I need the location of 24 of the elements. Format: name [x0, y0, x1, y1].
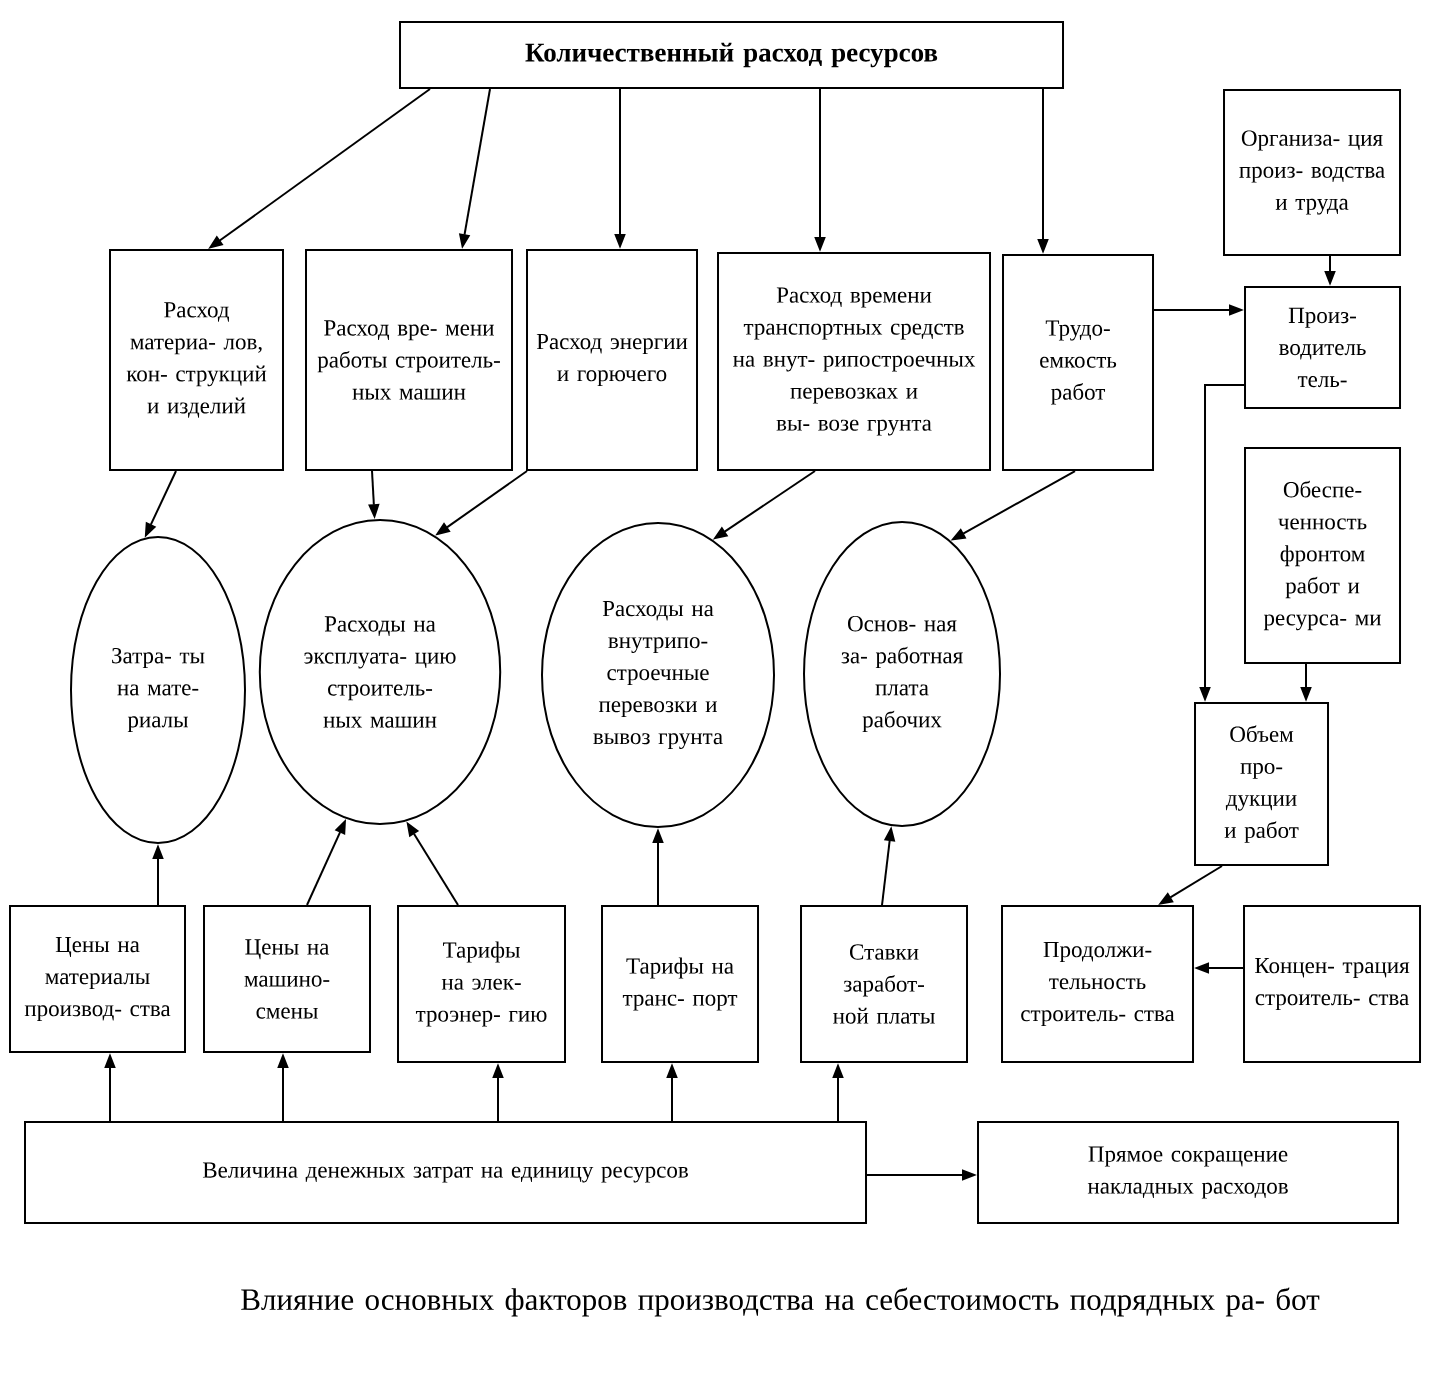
process-box: Объем про- дукции и работ [1194, 702, 1329, 866]
process-box: Расход времени транспортных средств на внут- рипостроечных перевозках и вы- возе грунта [717, 252, 991, 471]
process-box: Тарифы на элек- троэнер- гию [397, 905, 566, 1063]
process-box: Обеспе- ченность фронтом работ и ресурса- ми [1244, 447, 1401, 664]
caption: Влияние основных факторов производства на себестоимость подрядных ра- бот [241, 1287, 1320, 1317]
process-box: Расход вре- мени работы строитель- ных машин [305, 249, 513, 471]
ellipse-node: Расходы на эксплуата- цию строитель- ных машин [258, 519, 502, 825]
process-box: Величина денежных затрат на единицу ресурсов [24, 1121, 867, 1224]
process-box: Цены на материалы производ- ства [9, 905, 186, 1053]
process-box: Произ- водитель тель- [1244, 286, 1401, 409]
process-box: Организа- ция произ- водства и труда [1223, 89, 1401, 256]
process-box: Прямое сокращение накладных расходов [977, 1121, 1399, 1224]
process-box: Тарифы на транс- порт [601, 905, 759, 1063]
process-box: Расход энергии и горючего [526, 249, 698, 471]
ellipse-node: Расходы на внутрипо- строечные перевозки и вывоз грунта [541, 522, 775, 828]
heading-box: Количественный расход ресурсов [399, 21, 1064, 89]
ellipse-node: Затра- ты на мате- риалы [70, 536, 246, 844]
process-box: Ставки заработ- ной платы [800, 905, 968, 1063]
process-box: Расход материа- лов, кон- струкций и изделий [109, 249, 284, 471]
process-box: Трудо- емкость работ [1002, 254, 1154, 471]
process-box: Цены на машино- смены [203, 905, 371, 1053]
ellipse-node: Основ- ная за- работная плата рабочих [803, 521, 1001, 827]
process-box: Концен- трация строитель- ства [1243, 905, 1421, 1063]
process-box: Продолжи- тельность строитель- ства [1001, 905, 1194, 1063]
